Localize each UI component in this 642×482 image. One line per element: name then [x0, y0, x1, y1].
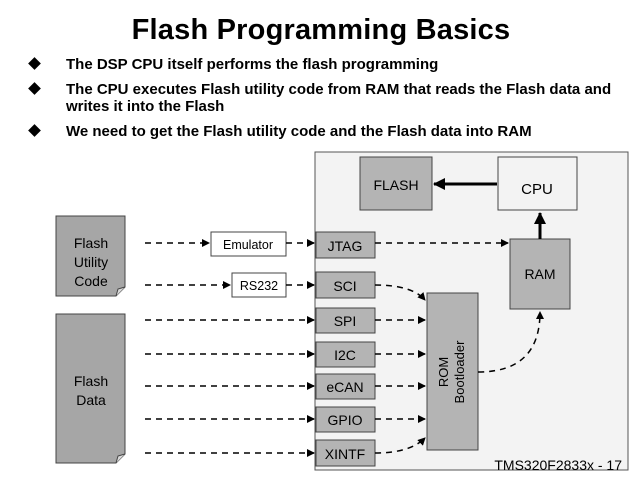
- ram-box: [509, 238, 571, 310]
- bullet-item: The DSP CPU itself performs the flash pr…: [28, 56, 630, 73]
- jtag-box: [315, 231, 376, 259]
- xintf-to-bootloader-arrow: [374, 437, 426, 454]
- interface-label: SCI: [333, 278, 356, 294]
- bullet-text: We need to get the Flash utility code an…: [66, 123, 532, 140]
- flash-data-label-line: Data: [76, 392, 106, 408]
- interface-label: XINTF: [325, 446, 365, 462]
- bootloader-to-ram-arrow: [477, 311, 544, 373]
- cpu-box: [497, 156, 578, 211]
- flash-utility-code-label-line: Utility: [74, 254, 108, 270]
- slide-title: Flash Programming Basics: [131, 14, 511, 46]
- emulator-label: Emulator: [223, 238, 273, 252]
- flash-utility-code-doc: Flash Utility Code: [55, 215, 126, 297]
- ecan-box: [315, 373, 376, 400]
- rom-bootloader-box: [426, 292, 479, 451]
- interface-label: I2C: [334, 347, 356, 363]
- bullet-text: The CPU executes Flash utility code from…: [66, 81, 612, 115]
- flash-data-doc: Flash Data: [55, 313, 126, 464]
- bullet-item: The CPU executes Flash utility code from…: [28, 81, 630, 115]
- rom-bootloader-label-line: ROM: [436, 357, 451, 387]
- flash-box: [359, 156, 433, 211]
- bullet-text: The DSP CPU itself performs the flash pr…: [66, 56, 439, 73]
- bullet-item: We need to get the Flash utility code an…: [28, 123, 630, 140]
- emulator-box: [210, 231, 287, 257]
- gpio-box: [315, 406, 376, 433]
- flash-utility-code-label-line: Code: [74, 273, 108, 289]
- sci-to-bootloader-arrow: [374, 284, 426, 301]
- i2c-box: [315, 341, 376, 368]
- cpu-label: CPU: [521, 181, 553, 198]
- interface-label: eCAN: [326, 379, 363, 395]
- flash-utility-code-label-line: Flash: [74, 235, 108, 251]
- rs232-label: RS232: [240, 279, 278, 293]
- flash-data-label-line: Flash: [74, 373, 108, 389]
- bullet-list: The DSP CPU itself performs the flash pr…: [28, 56, 630, 148]
- flash-label: FLASH: [373, 177, 418, 193]
- rom-bootloader-label-line: Bootloader: [452, 340, 467, 404]
- slide-footer: TMS320F2833x - 17: [494, 457, 622, 473]
- interface-label: GPIO: [327, 412, 362, 428]
- interface-label: SPI: [334, 313, 357, 329]
- interface-label: JTAG: [328, 238, 363, 254]
- ram-label: RAM: [524, 266, 555, 282]
